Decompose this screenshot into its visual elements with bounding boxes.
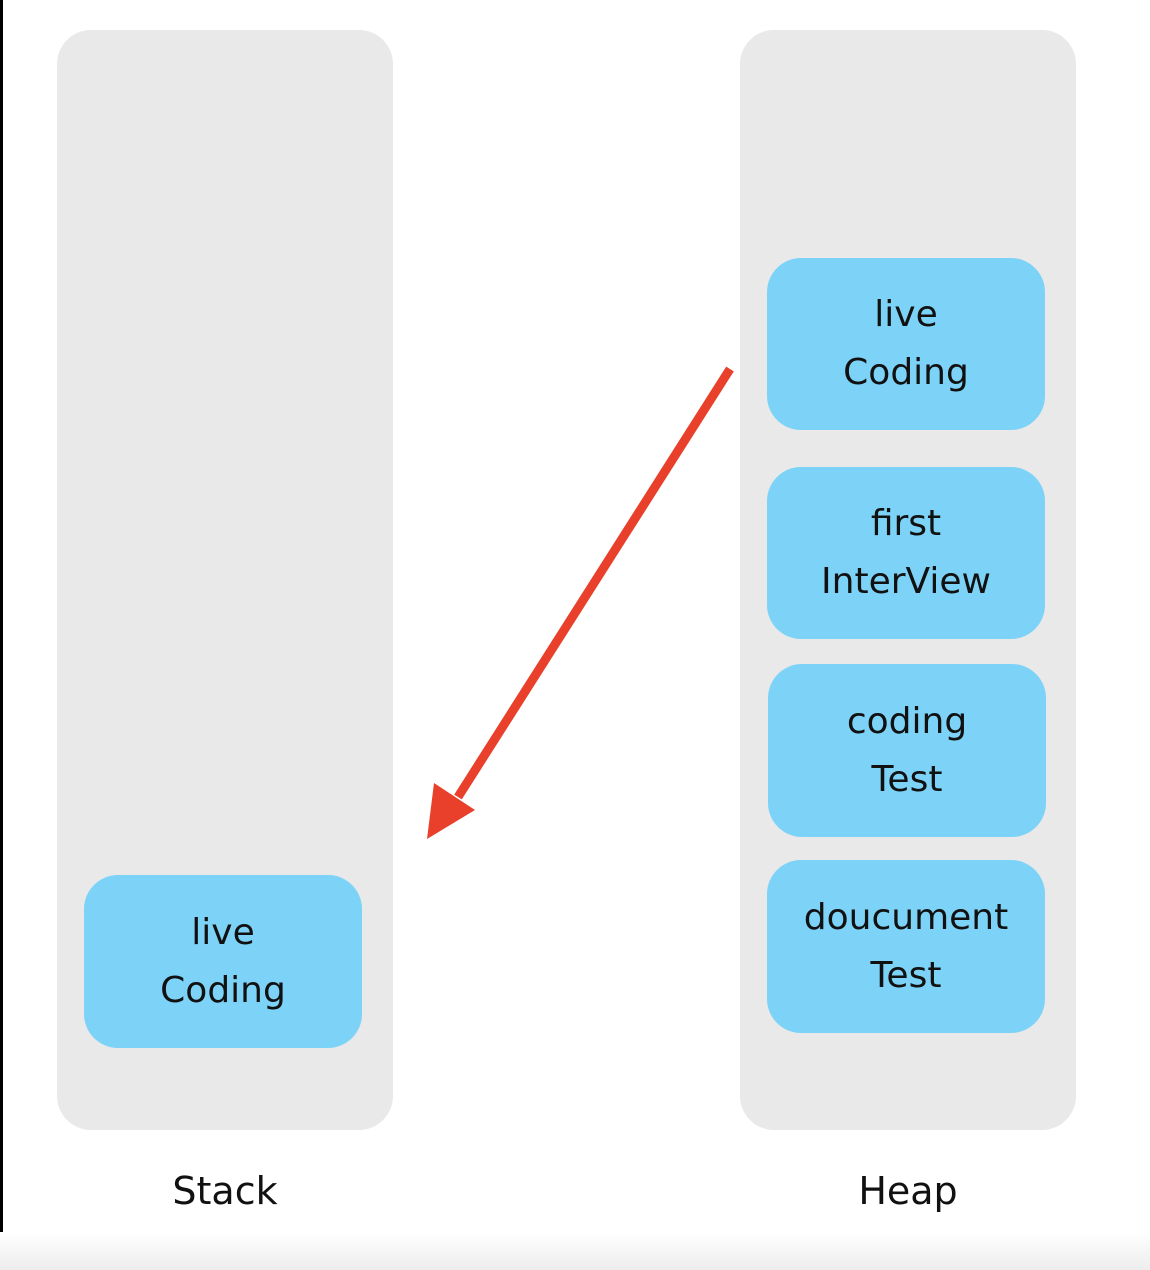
heap-block-line1: live bbox=[874, 294, 938, 335]
heap-block-line2: Test bbox=[871, 758, 943, 800]
stack-block-line2: Coding bbox=[160, 969, 286, 1011]
heap-block-line1: first bbox=[870, 503, 942, 544]
stack-block-live-coding: live Coding bbox=[84, 875, 362, 1048]
heap-block-live-coding: live Coding bbox=[767, 258, 1045, 430]
heap-block-line1: doucument bbox=[803, 896, 1009, 938]
heap-block-line2: Test bbox=[870, 954, 942, 996]
stack-label: Stack bbox=[172, 1169, 278, 1213]
arrow-shaft bbox=[454, 366, 734, 800]
left-border bbox=[0, 0, 3, 1240]
heap-block-doucument-test: doucument Test bbox=[767, 860, 1045, 1033]
heap-block-coding-test: coding Test bbox=[768, 664, 1046, 837]
heap-block-first-interview: first InterView bbox=[767, 467, 1045, 639]
heap-column: live Coding first InterView coding Test … bbox=[740, 30, 1076, 1130]
heap-block-line2: Coding bbox=[843, 352, 969, 393]
stack-column: live Coding bbox=[57, 30, 393, 1130]
stack-block-line1: live bbox=[191, 911, 255, 953]
heap-block-line2: InterView bbox=[821, 561, 991, 602]
heap-label: Heap bbox=[858, 1169, 958, 1213]
bottom-fade bbox=[0, 1232, 1150, 1270]
arrow-head bbox=[427, 783, 475, 839]
heap-block-line1: coding bbox=[846, 700, 968, 742]
